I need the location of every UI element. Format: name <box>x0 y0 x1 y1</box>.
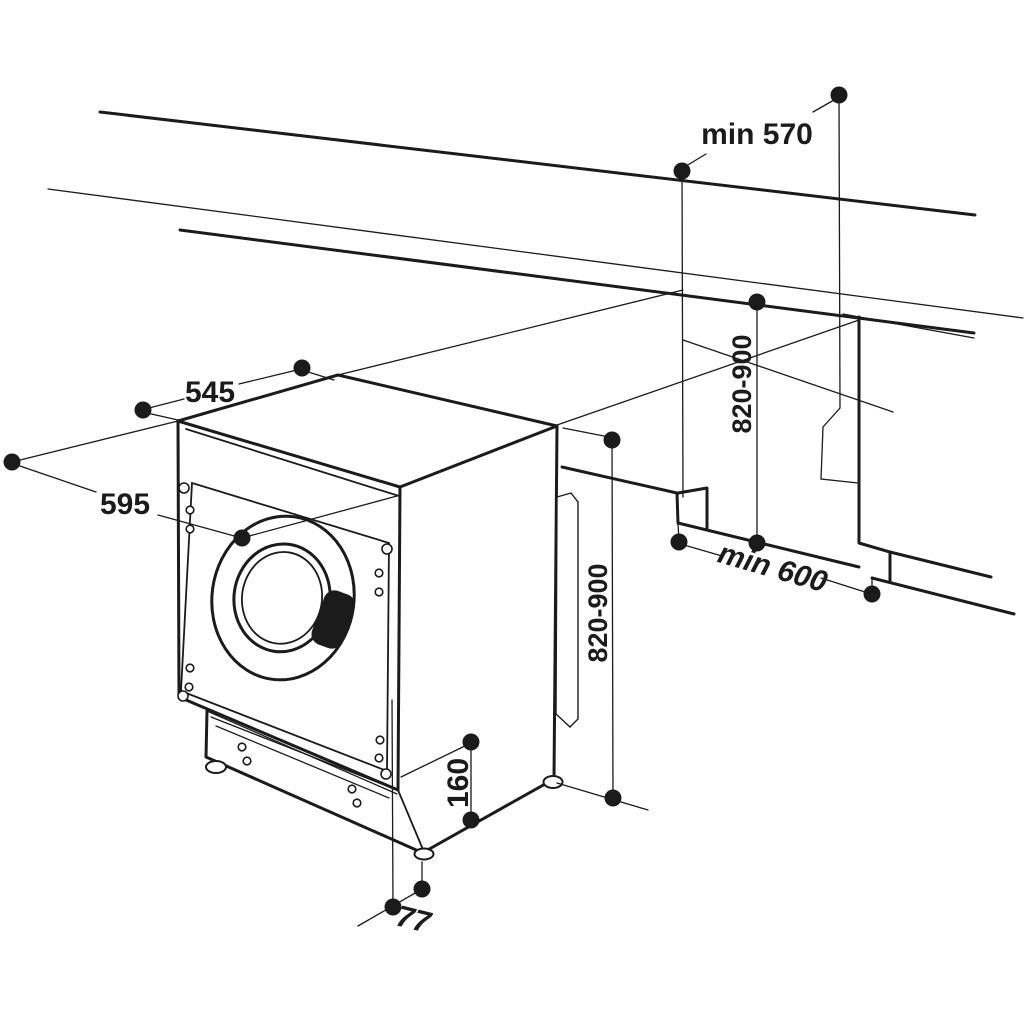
door-handle <box>311 590 355 649</box>
machine-front-face <box>176 419 181 699</box>
dim-label-top-depth: 545 <box>185 376 235 409</box>
washing-machine <box>176 373 579 861</box>
side-trim-strip <box>555 492 579 728</box>
machine-base <box>204 709 425 855</box>
dim-label-appliance-height: 820-900 <box>583 563 613 662</box>
foot-back-right <box>542 775 564 789</box>
mounting-holes <box>177 482 393 808</box>
cabinet-niche <box>337 94 1016 616</box>
dimension-lines <box>11 99 873 927</box>
dim-label-worktop-min-depth: min 570 <box>701 118 813 151</box>
dim-label-feet-adjustment: 77 <box>393 900 435 940</box>
dimension-dots <box>3 86 881 916</box>
worktop-lines <box>47 110 1024 339</box>
foot-front-left <box>205 760 227 774</box>
dim-label-niche-height: 820-900 <box>727 334 757 433</box>
adjustable-feet <box>205 760 564 861</box>
foot-front-right <box>413 847 435 861</box>
dim-label-base-height: 160 <box>442 758 475 808</box>
dim-label-front-width: 595 <box>100 488 150 521</box>
machine-top-face <box>176 373 559 428</box>
